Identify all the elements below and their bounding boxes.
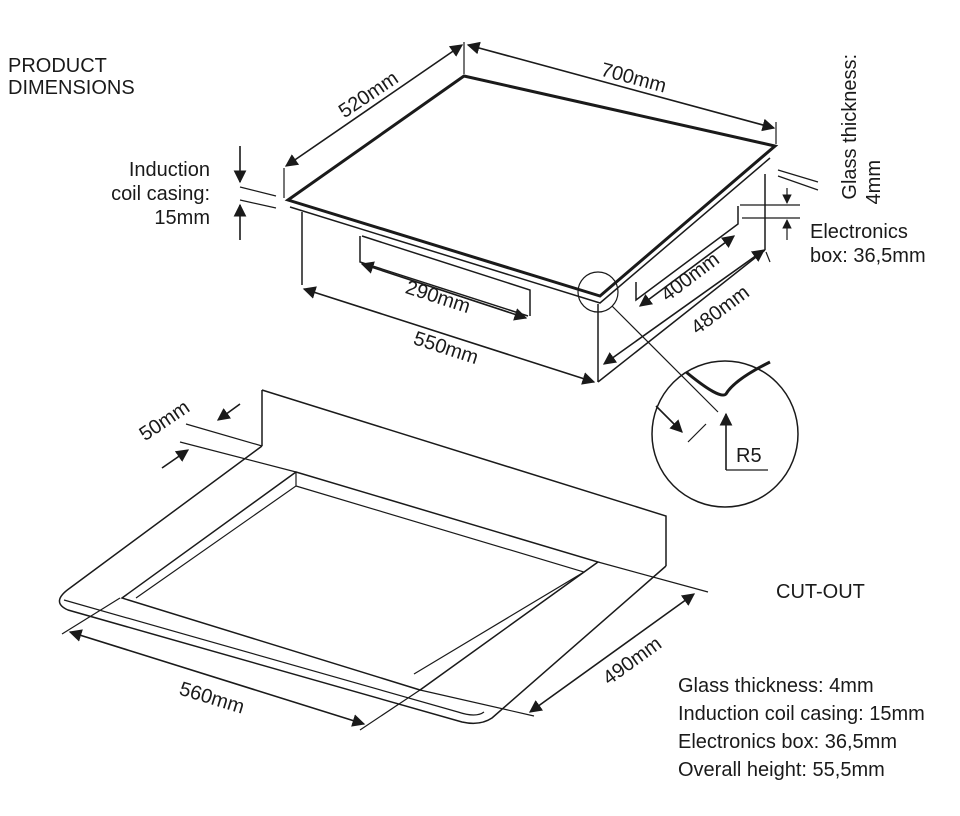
label-480mm: 480mm — [687, 281, 754, 339]
corner-highlight-circle — [577, 271, 619, 313]
product-dimensions-heading-1: PRODUCT — [8, 55, 107, 77]
label-520mm: 520mm — [335, 67, 403, 123]
glass-thickness-label: Glass thickness: — [839, 54, 861, 200]
label-700mm: 700mm — [598, 59, 668, 98]
dim-490 — [528, 593, 696, 713]
dim-560 — [68, 629, 366, 727]
coil-casing-value: 15mm — [154, 207, 210, 229]
coil-casing-label-1: Induction — [129, 159, 210, 181]
specs-list: Glass thickness: 4mm Induction coil casi… — [678, 675, 925, 781]
electronics-box-label: Electronics — [810, 221, 908, 243]
glass-thickness-value: 4mm — [863, 160, 885, 204]
dim-520 — [284, 44, 464, 167]
coil-casing-label-2: coil casing: — [111, 183, 210, 205]
spec-coil-casing: Induction coil casing: 15mm — [678, 703, 925, 725]
corner-detail-circle — [651, 360, 799, 508]
spec-overall-height: Overall height: 55,5mm — [678, 759, 885, 781]
label-50mm: 50mm — [135, 396, 193, 445]
electronics-box-value: box: 36,5mm — [810, 245, 926, 267]
dim-700 — [466, 41, 776, 132]
dim-550 — [302, 286, 596, 385]
hob-glass-edge — [289, 157, 771, 304]
cutout-hole-inner — [295, 485, 586, 675]
countertop-front-edge — [63, 599, 485, 716]
corner-radius-curve — [685, 360, 771, 397]
spec-glass-thickness: Glass thickness: 4mm — [678, 675, 874, 697]
cutout-drawing: 50mm 560mm 490mm — [58, 389, 709, 731]
label-490mm: 490mm — [599, 633, 666, 690]
product-dimensions-heading-2: DIMENSIONS — [8, 77, 135, 99]
spec-electronics-box: Electronics box: 36,5mm — [678, 731, 897, 753]
corner-radius-label: R5 — [736, 445, 762, 467]
cutout-heading: CUT-OUT — [776, 581, 865, 603]
backsplash — [261, 389, 667, 566]
dim-480 — [602, 249, 766, 365]
label-290mm: 290mm — [403, 277, 473, 319]
